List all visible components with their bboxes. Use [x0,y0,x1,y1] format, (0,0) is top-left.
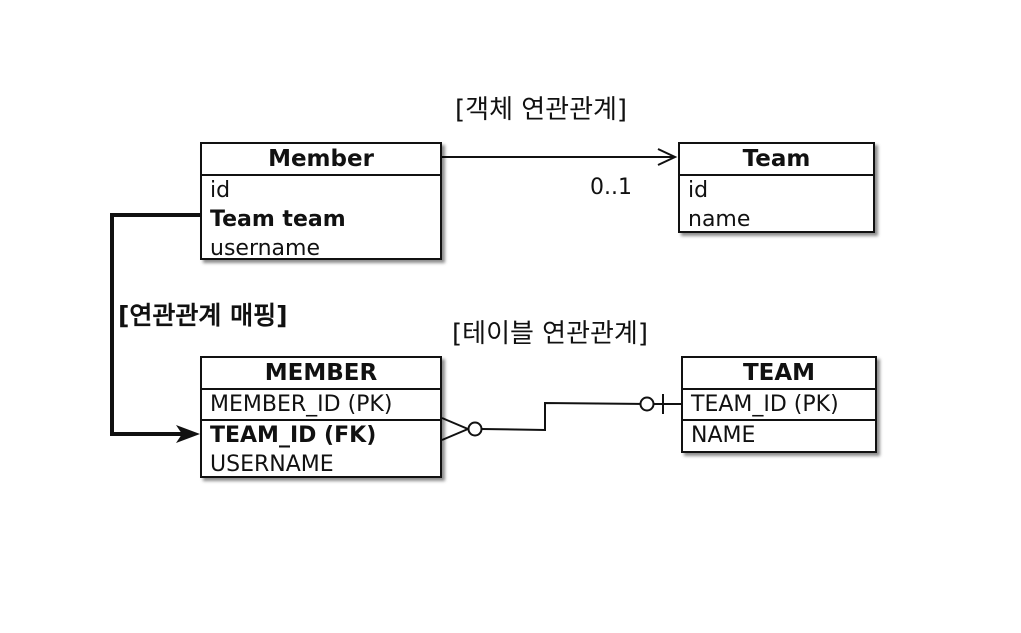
member-table-box: MEMBER MEMBER_ID (PK) TEAM_ID (FK) USERN… [200,356,442,478]
team-table-box: TEAM TEAM_ID (PK) NAME [681,356,877,453]
team-field-id: id [688,178,709,203]
team-table-name-column: NAME [691,423,756,448]
member-object-name: Member [202,144,440,176]
member-table-username: USERNAME [210,452,334,477]
member-table-pk-section: MEMBER_ID (PK) [202,390,440,421]
mapping-arrow [110,213,200,443]
team-table-pk: TEAM_ID (PK) [691,392,839,417]
table-relation-connector [441,394,681,441]
table-relation-title: [테이블 연관관계] [452,319,648,349]
object-association-arrow [442,148,678,166]
member-object-fields: id Team team username [202,176,440,263]
team-object-name: Team [680,144,873,176]
mapping-title: [연관관계 매핑] [118,301,288,330]
team-object-fields: id name [680,176,873,234]
member-object-box: Member id Team team username [200,142,442,263]
member-table-name: MEMBER [202,358,440,390]
multiplicity-label: 0..1 [590,175,632,200]
team-table-columns: NAME [683,421,875,450]
team-table-pk-section: TEAM_ID (PK) [683,390,875,421]
team-object-box: Team id name [678,142,875,233]
team-field-name: name [688,207,751,232]
member-field-id: id [210,178,231,203]
member-field-team: Team team [210,207,346,232]
member-table-pk: MEMBER_ID (PK) [210,392,393,417]
member-field-username: username [210,236,320,261]
object-relation-title: [객체 연관관계] [455,95,628,125]
team-table-name: TEAM [683,358,875,390]
member-table-fk: TEAM_ID (FK) [210,423,377,448]
member-table-columns: TEAM_ID (FK) USERNAME [202,421,440,479]
